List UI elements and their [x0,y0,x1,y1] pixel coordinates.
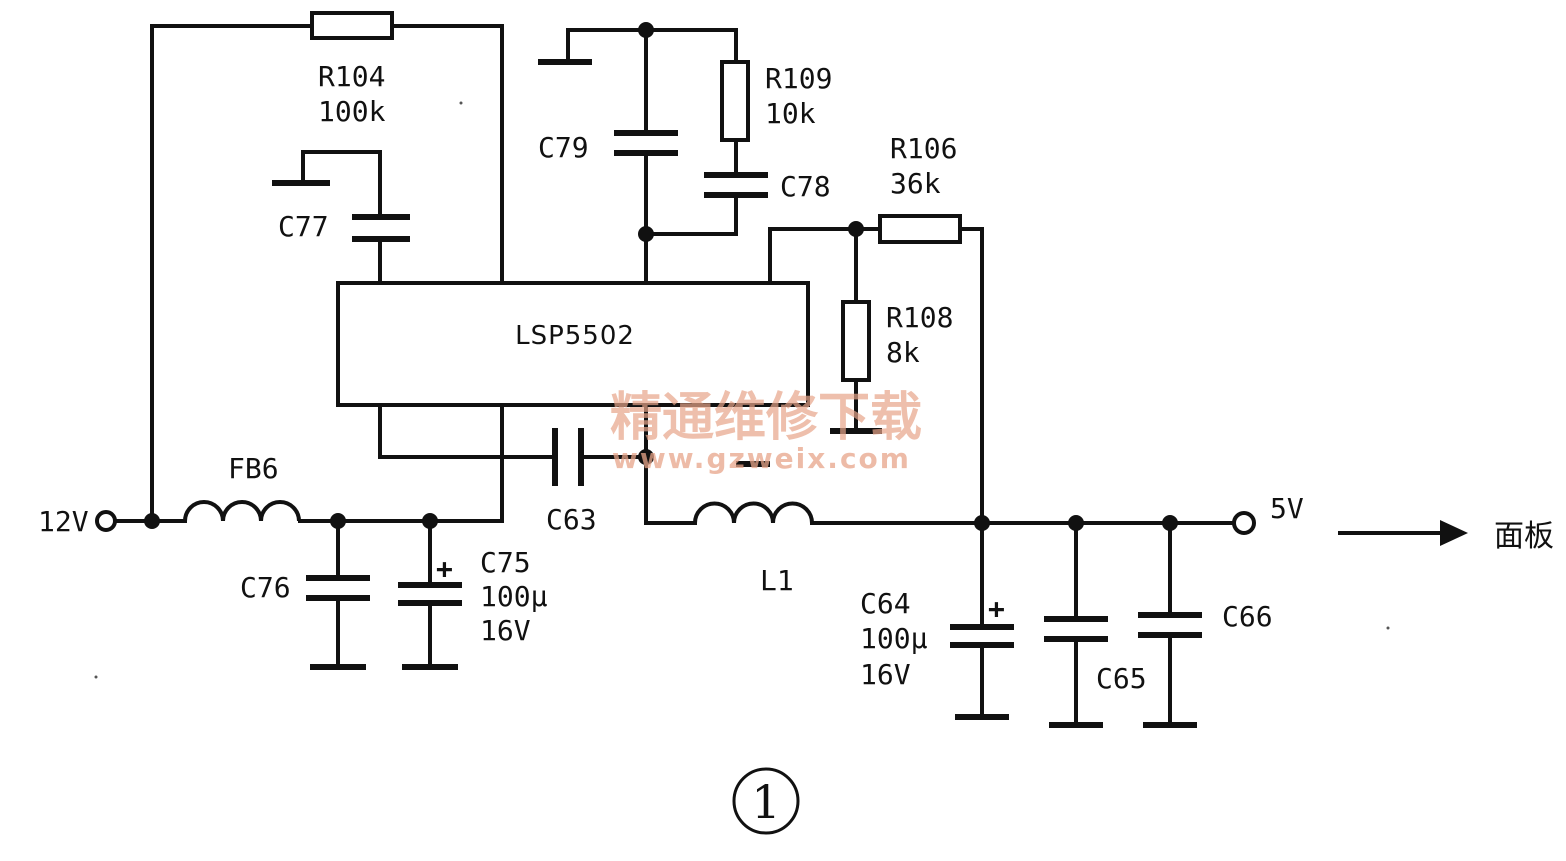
c76-name: C76 [240,571,291,604]
destination-label: 面板 [1494,519,1554,554]
r104-name: R104 [318,60,385,93]
resistor-r106: R106 36k [878,132,962,244]
c75-name: C75 [480,546,531,579]
resistor-r109: R109 10k [720,60,832,142]
r109-name: R109 [765,62,832,95]
watermark-text: 精通维修下载 [610,388,922,448]
c65-name: C65 [1096,662,1147,695]
c64-voltage: 16V [860,658,911,691]
resistor-r104: R104 100k [310,11,394,128]
figure-number: 1 [732,767,800,835]
resistor-r108: R108 8k [841,300,953,382]
ic-label: LSP5502 [515,321,635,351]
capacitor-c76: C76 [240,571,370,604]
c77-name: C77 [278,210,329,243]
capacitor-c77: C77 [278,210,410,243]
c75-value: 100μ [480,580,548,613]
watermark-url: www.gzweix.com [612,442,911,475]
c75-polarity: + [436,552,453,585]
input-label: 12V [38,505,89,538]
capacitor-c63: C63 [546,428,597,536]
l1-name: L1 [760,564,794,597]
capacitor-c79: C79 [538,130,678,164]
output-terminal: 5V [1232,492,1304,535]
ic-lsp5502: LSP5502 [336,281,810,407]
r109-value: 10k [765,97,816,130]
fb6-name: FB6 [228,452,279,485]
arrow-head-icon [1440,520,1468,546]
capacitor-c75: + C75 100μ 16V [398,546,548,647]
c63-name: C63 [546,503,597,536]
c64-value: 100μ [860,622,928,655]
r106-value: 36k [890,167,941,200]
r108-name: R108 [886,301,953,334]
capacitor-c64: + C64 100μ 16V [860,587,1014,691]
capacitor-c65: C65 [1044,616,1147,695]
c79-name: C79 [538,131,589,164]
c78-name: C78 [780,170,831,203]
capacitor-c66: C66 [1138,600,1273,638]
watermark: 精通维修下载 www.gzweix.com [610,388,922,475]
input-terminal: 12V [38,505,117,538]
c64-polarity: + [988,592,1005,625]
r108-value: 8k [886,336,920,369]
scan-specks [94,101,1390,679]
capacitor-c78: C78 [704,170,831,203]
c64-name: C64 [860,587,911,620]
ground-symbols [272,59,1197,728]
inductor-fb6: FB6 [183,452,301,522]
figure-number-text: 1 [751,775,780,829]
c75-voltage: 16V [480,614,531,647]
output-arrow: 面板 [1338,519,1554,554]
r106-name: R106 [890,132,957,165]
r104-value: 100k [318,95,386,128]
c66-name: C66 [1222,600,1273,633]
output-label: 5V [1270,492,1304,525]
junction-dots [144,22,1178,531]
inductor-l1: L1 [693,501,814,597]
